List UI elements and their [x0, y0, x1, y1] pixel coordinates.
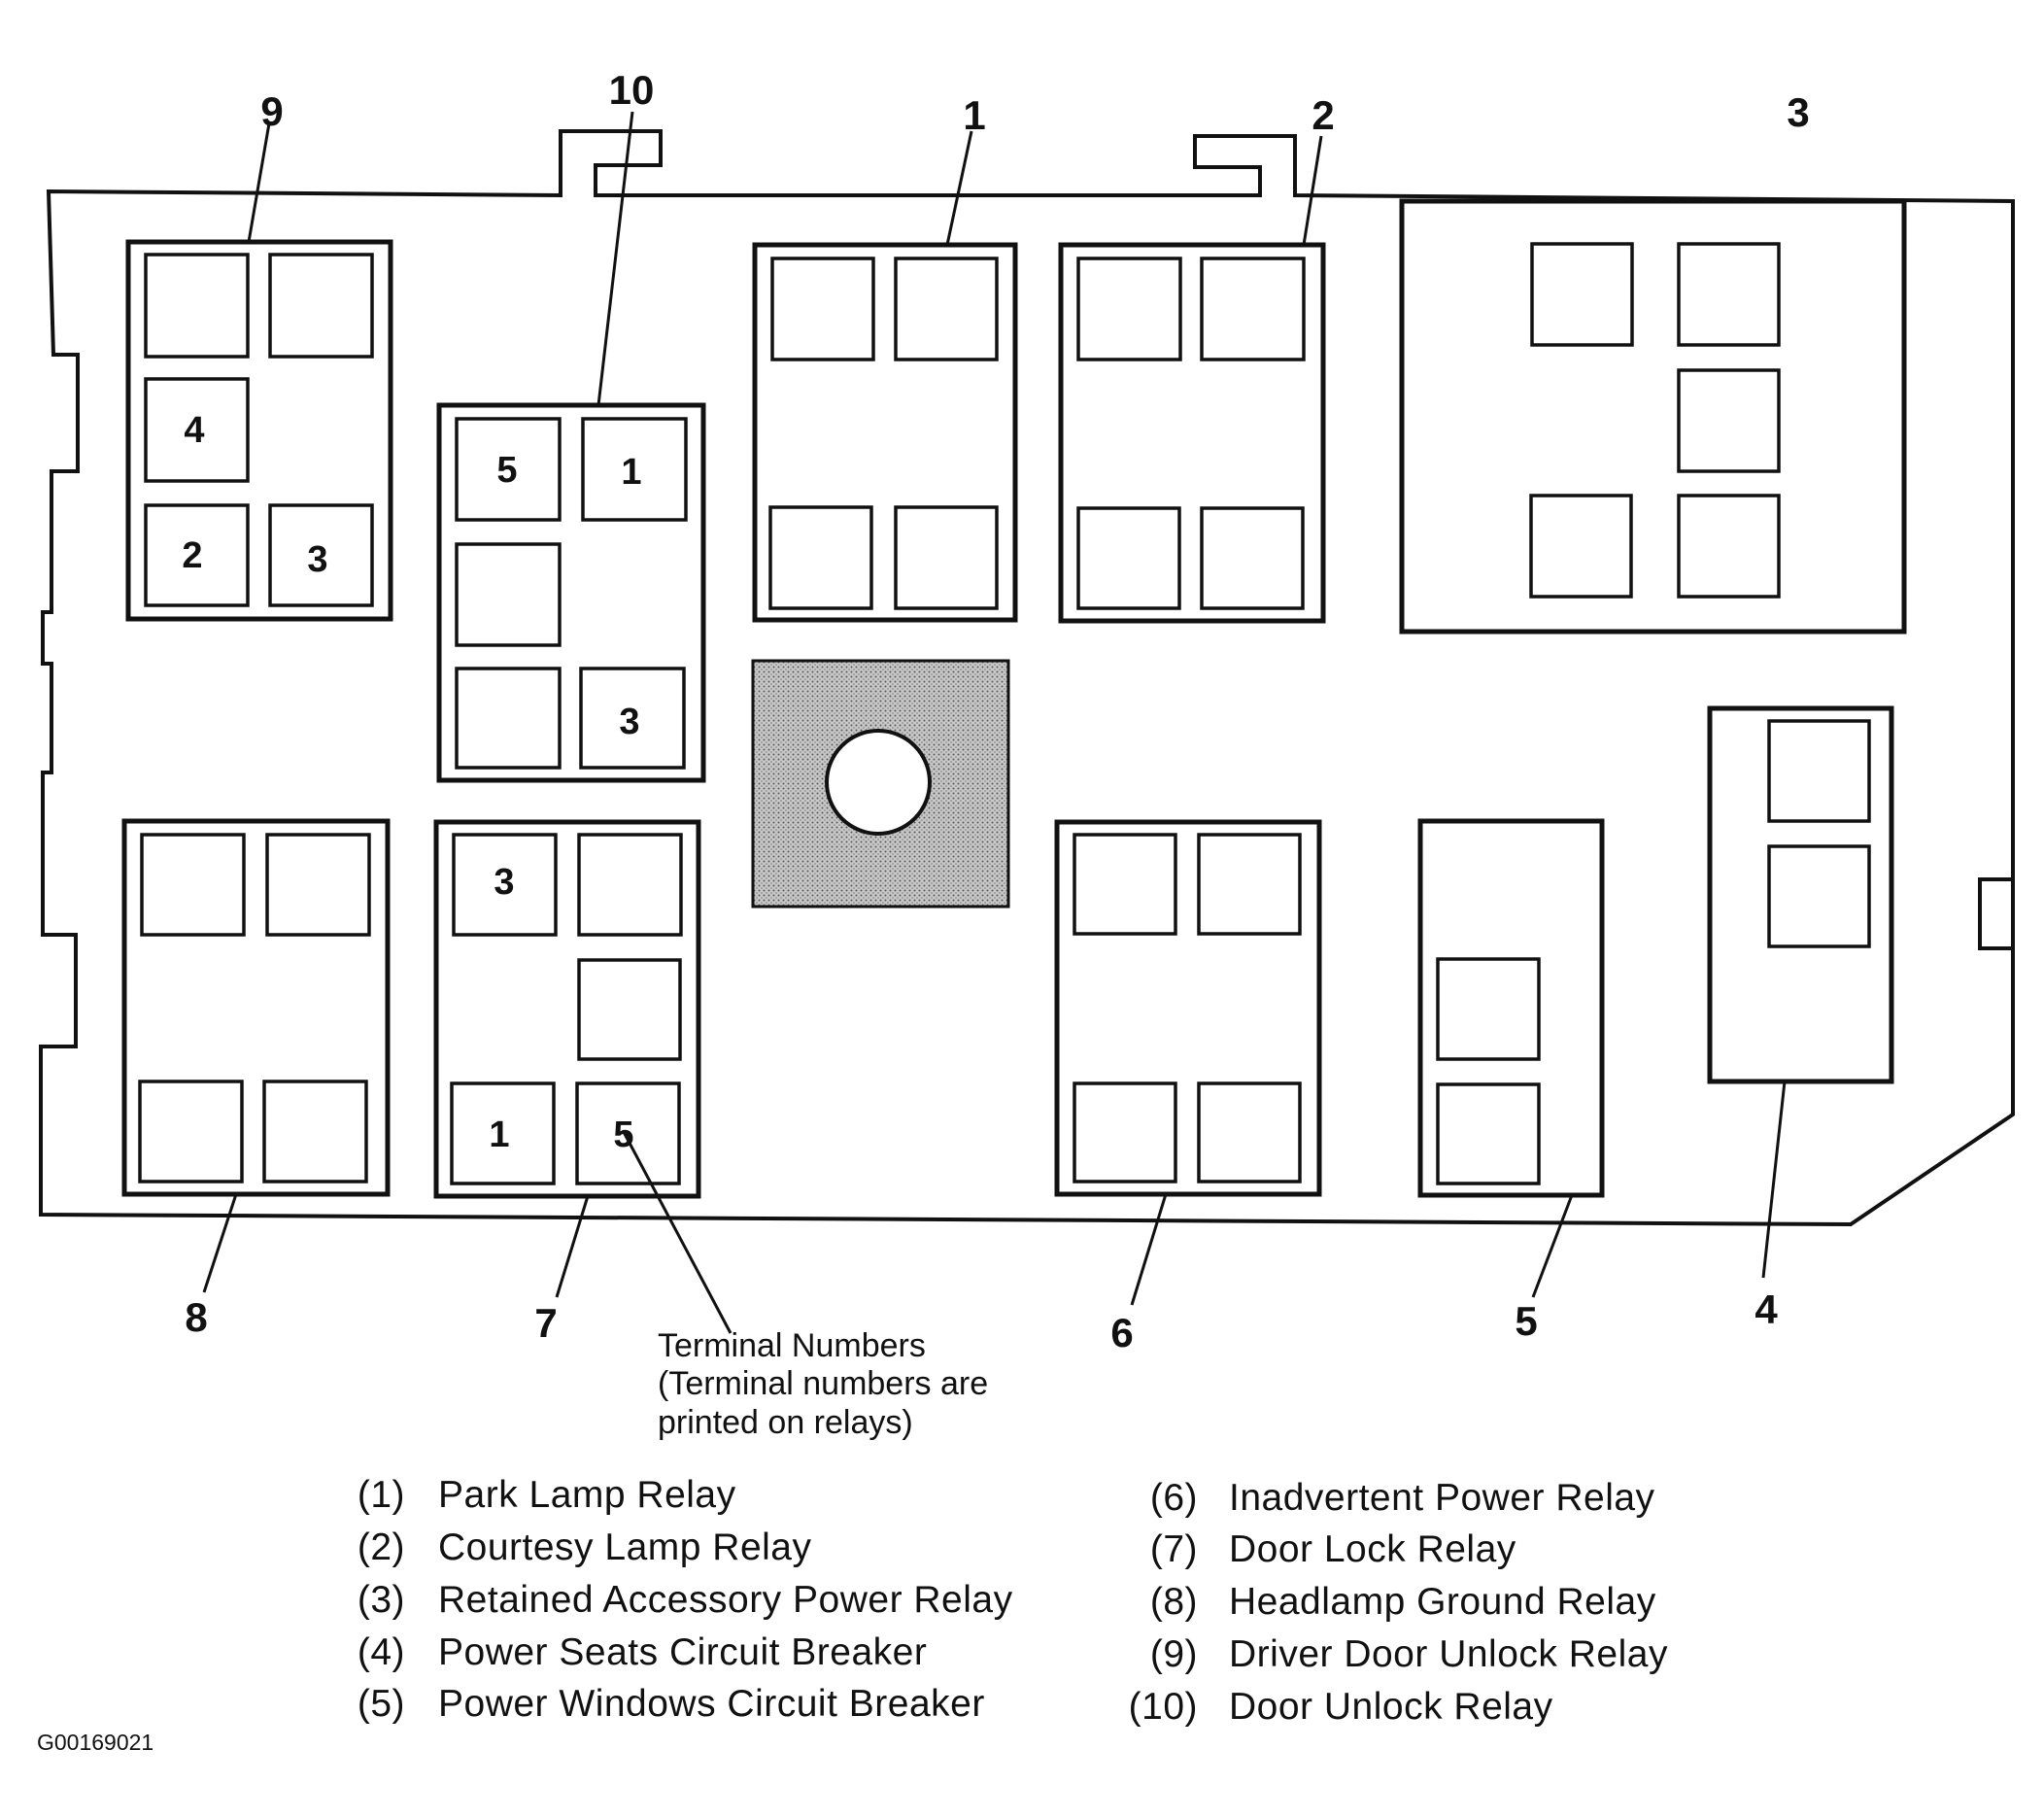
legend-label-9: Driver Door Unlock Relay [1229, 1633, 1668, 1675]
relay-9-terminal-2: 2 [182, 535, 202, 576]
legend-num-5: (5) [358, 1683, 405, 1725]
legend-label-3: Retained Accessory Power Relay [438, 1579, 1013, 1621]
relay-7-terminal-3: 3 [494, 862, 514, 903]
relay-4[interactable] [1707, 705, 1894, 1084]
legend-num-1: (1) [358, 1474, 405, 1516]
callout-6: 6 [1110, 1310, 1133, 1355]
legend-num-6: (6) [1150, 1477, 1198, 1519]
relay-6[interactable] [1054, 819, 1322, 1197]
callout-3: 3 [1787, 89, 1809, 135]
legend-num-7: (7) [1150, 1528, 1198, 1570]
callout-10: 10 [609, 67, 655, 113]
relay-9[interactable]: 4 2 3 [125, 239, 393, 622]
relay-1[interactable] [752, 242, 1018, 623]
note-line-3: printed on relays) [658, 1404, 913, 1441]
callout-7: 7 [534, 1300, 557, 1346]
relay-2[interactable] [1058, 242, 1326, 624]
legend-label-2: Courtesy Lamp Relay [438, 1526, 812, 1568]
relay-10-terminal-5: 5 [496, 450, 517, 491]
relay-8[interactable] [121, 818, 391, 1197]
mounting-stud-block [751, 659, 1010, 909]
legend-label-6: Inadvertent Power Relay [1229, 1477, 1655, 1519]
legend-num-8: (8) [1150, 1581, 1198, 1623]
callout-9: 9 [260, 88, 283, 134]
legend-label-5: Power Windows Circuit Breaker [438, 1683, 985, 1725]
relay-10-terminal-1: 1 [621, 452, 641, 493]
note-line-1: Terminal Numbers [658, 1327, 926, 1364]
callout-4: 4 [1754, 1286, 1778, 1332]
figure-id: G00169021 [37, 1730, 153, 1755]
legend-num-9: (9) [1150, 1633, 1198, 1675]
legend-num-2: (2) [358, 1526, 405, 1568]
legend-label-8: Headlamp Ground Relay [1229, 1581, 1656, 1623]
callout-2: 2 [1312, 92, 1334, 138]
legend-label-1: Park Lamp Relay [438, 1474, 736, 1516]
relay-5[interactable] [1417, 818, 1605, 1198]
callout-1: 1 [963, 92, 985, 138]
relay-7[interactable]: 3 1 5 [433, 819, 701, 1199]
relay-10[interactable]: 5 1 3 [436, 402, 706, 783]
legend-label-7: Door Lock Relay [1229, 1528, 1516, 1570]
callout-5: 5 [1515, 1298, 1537, 1344]
panel-outline [39, 129, 2015, 1227]
panel-right-notch [1978, 877, 2013, 950]
relay-9-terminal-4: 4 [184, 410, 204, 451]
callout-8: 8 [185, 1294, 207, 1340]
legend-label-4: Power Seats Circuit Breaker [438, 1631, 927, 1673]
leader-lines [202, 111, 1787, 1334]
relay-3[interactable] [1399, 198, 1907, 635]
legend-num-3: (3) [358, 1579, 405, 1621]
terminal-numbers-note: Terminal Numbers (Terminal numbers are p… [658, 1327, 988, 1441]
note-line-2: (Terminal numbers are [658, 1365, 988, 1402]
legend: (1) Park Lamp Relay (2) Courtesy Lamp Re… [358, 1474, 1668, 1728]
legend-num-4: (4) [358, 1631, 405, 1673]
relay-9-terminal-3: 3 [307, 539, 327, 580]
relay-10-terminal-3: 3 [619, 702, 639, 742]
legend-num-10: (10) [1129, 1686, 1198, 1728]
relay-7-terminal-1: 1 [489, 1115, 509, 1155]
legend-label-10: Door Unlock Relay [1229, 1686, 1553, 1728]
